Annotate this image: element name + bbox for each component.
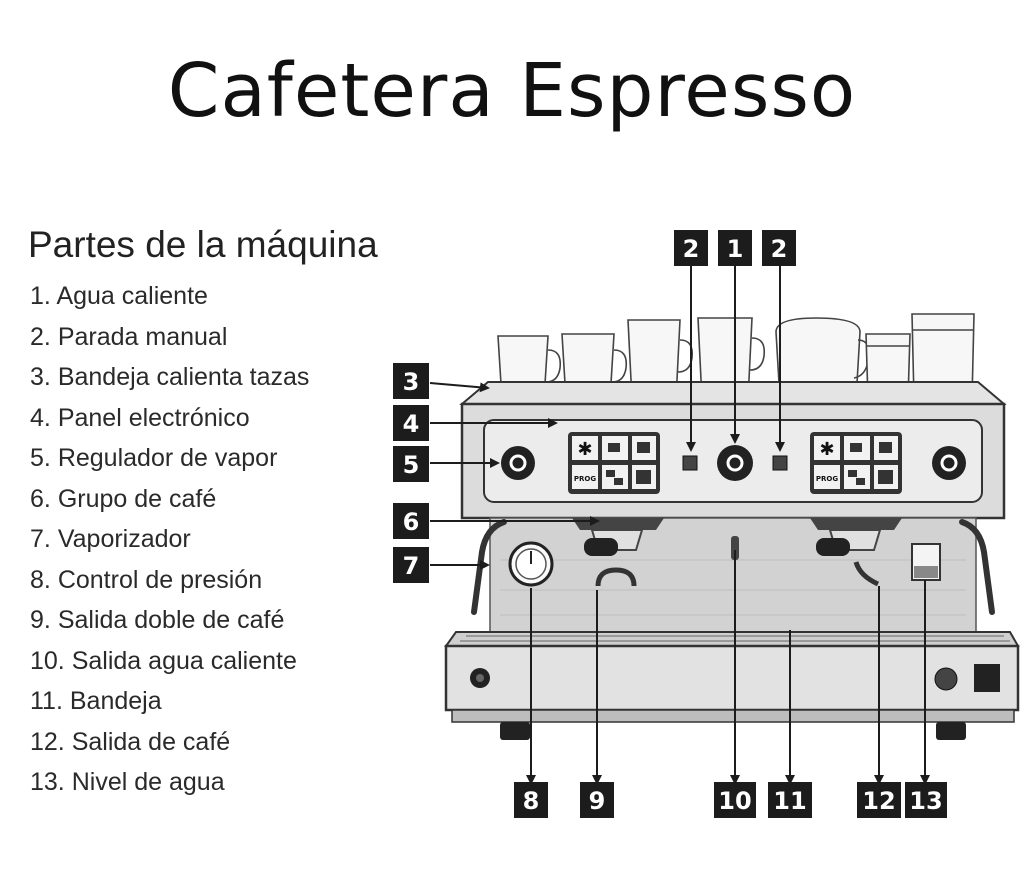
steam-knob-icon: [501, 446, 535, 480]
leader-3: [429, 382, 490, 393]
svg-text:12: 12: [862, 787, 895, 815]
list-item-label: Panel electrónico: [57, 403, 250, 432]
list-item-number: 12.: [30, 727, 65, 756]
list-item-number: 13.: [30, 768, 65, 796]
svg-text:2: 2: [683, 235, 700, 263]
list-item-number: 8.: [30, 565, 51, 594]
callout-tag-1: 1: [718, 230, 752, 266]
base-button-icon: [470, 668, 490, 688]
hot-water-outlet: [731, 536, 739, 560]
svg-text:7: 7: [403, 552, 420, 580]
callout-tag-13: 13: [905, 782, 947, 818]
list-item-number: 6.: [30, 484, 51, 513]
steam-wand-right: [959, 519, 995, 615]
callout-tag-10: 10: [714, 782, 756, 818]
callout-tag-6: 6: [393, 503, 429, 539]
list-item-label: Bandeja: [69, 687, 162, 715]
list-item: 5. Regulador de vapor: [30, 444, 309, 485]
list-item-label: Vaporizador: [57, 525, 191, 553]
svg-text:13: 13: [909, 787, 942, 815]
keypad-left: ✱ PROG: [568, 432, 660, 494]
list-item-label: Grupo de café: [57, 484, 217, 513]
steam-knob-icon: [932, 446, 966, 480]
list-item: 7. Vaporizador: [30, 525, 309, 566]
list-item: 13. Nivel de agua: [30, 768, 309, 809]
list-item: 6. Grupo de café: [30, 485, 309, 526]
callout-tag-2-left: 2: [674, 230, 708, 266]
svg-text:2: 2: [771, 235, 788, 263]
steam-wand-left: [471, 519, 507, 615]
coffee-group-right: [810, 518, 902, 587]
svg-text:11: 11: [773, 787, 806, 815]
list-item-label: Nivel de agua: [71, 768, 225, 796]
machine-base: [444, 644, 1020, 712]
svg-text:9: 9: [589, 787, 606, 815]
list-item: 1. Agua caliente: [30, 282, 309, 323]
callout-tag-9: 9: [580, 782, 614, 818]
callout-tag-2-right: 2: [762, 230, 796, 266]
list-item: 9. Salida doble de café: [30, 606, 309, 647]
svg-text:4: 4: [403, 410, 420, 438]
list-item-number: 7.: [30, 525, 51, 553]
machine-middle-body: [489, 517, 977, 635]
water-level-window: [911, 543, 941, 581]
indicator-light-icon: [934, 667, 958, 691]
machine-foot: [936, 722, 966, 740]
page-title: Cafetera Espresso: [167, 48, 857, 134]
machine-foot: [500, 722, 530, 740]
svg-text:5: 5: [403, 451, 420, 479]
list-item-number: 2.: [30, 322, 51, 351]
parts-list: 1. Agua caliente 2. Parada manual 3. Ban…: [30, 282, 309, 809]
svg-text:3: 3: [403, 368, 420, 396]
callout-tag-11: 11: [768, 782, 812, 818]
manual-stop-button-icon: [772, 455, 788, 471]
list-item: 3. Bandeja calienta tazas: [30, 363, 309, 404]
callout-tag-4: 4: [393, 405, 429, 441]
list-item: 12. Salida de café: [30, 728, 309, 769]
list-item-number: 4.: [30, 403, 51, 432]
prog-label: PROG: [574, 475, 596, 483]
list-item: 10. Salida agua caliente: [30, 647, 309, 688]
keypad-right: ✱ PROG: [810, 432, 902, 494]
parts-heading: Partes de la máquina: [28, 224, 378, 265]
hot-water-knob-icon: [717, 445, 753, 481]
svg-text:8: 8: [523, 787, 540, 815]
list-item-label: Salida agua caliente: [71, 646, 297, 675]
list-item-number: 11.: [30, 687, 63, 715]
list-item-label: Regulador de vapor: [57, 444, 278, 472]
list-item-number: 9.: [30, 606, 51, 634]
manual-stop-button-icon: [682, 455, 698, 471]
list-item-label: Control de presión: [57, 565, 263, 594]
list-item-number: 1.: [30, 282, 51, 310]
cup-warming-tray: [459, 381, 1007, 405]
callout-tag-8: 8: [514, 782, 548, 818]
callout-tag-3: 3: [393, 363, 429, 399]
power-switch-icon: [974, 664, 1000, 692]
list-item: 8. Control de presión: [30, 566, 309, 607]
list-item-label: Agua caliente: [56, 282, 208, 310]
list-item-number: 3.: [30, 363, 51, 391]
svg-text:1: 1: [727, 235, 744, 263]
callout-tag-5: 5: [393, 446, 429, 482]
list-item-label: Parada manual: [57, 322, 228, 351]
callout-tag-12: 12: [857, 782, 901, 818]
svg-text:6: 6: [403, 508, 420, 536]
list-item: 11. Bandeja: [30, 687, 309, 728]
prog-label: PROG: [816, 475, 838, 483]
list-item-label: Salida de café: [71, 727, 231, 756]
callout-tag-7: 7: [393, 547, 429, 583]
svg-text:✱: ✱: [819, 439, 834, 460]
list-item-number: 5.: [30, 444, 51, 472]
pressure-gauge-icon: [508, 541, 554, 587]
svg-text:✱: ✱: [577, 439, 592, 460]
list-item-number: 10.: [30, 646, 65, 675]
list-item: 4. Panel electrónico: [30, 404, 309, 445]
svg-text:10: 10: [718, 787, 751, 815]
list-item-label: Bandeja calienta tazas: [57, 363, 310, 391]
list-item: 2. Parada manual: [30, 323, 309, 364]
list-item-label: Salida doble de café: [57, 606, 285, 634]
